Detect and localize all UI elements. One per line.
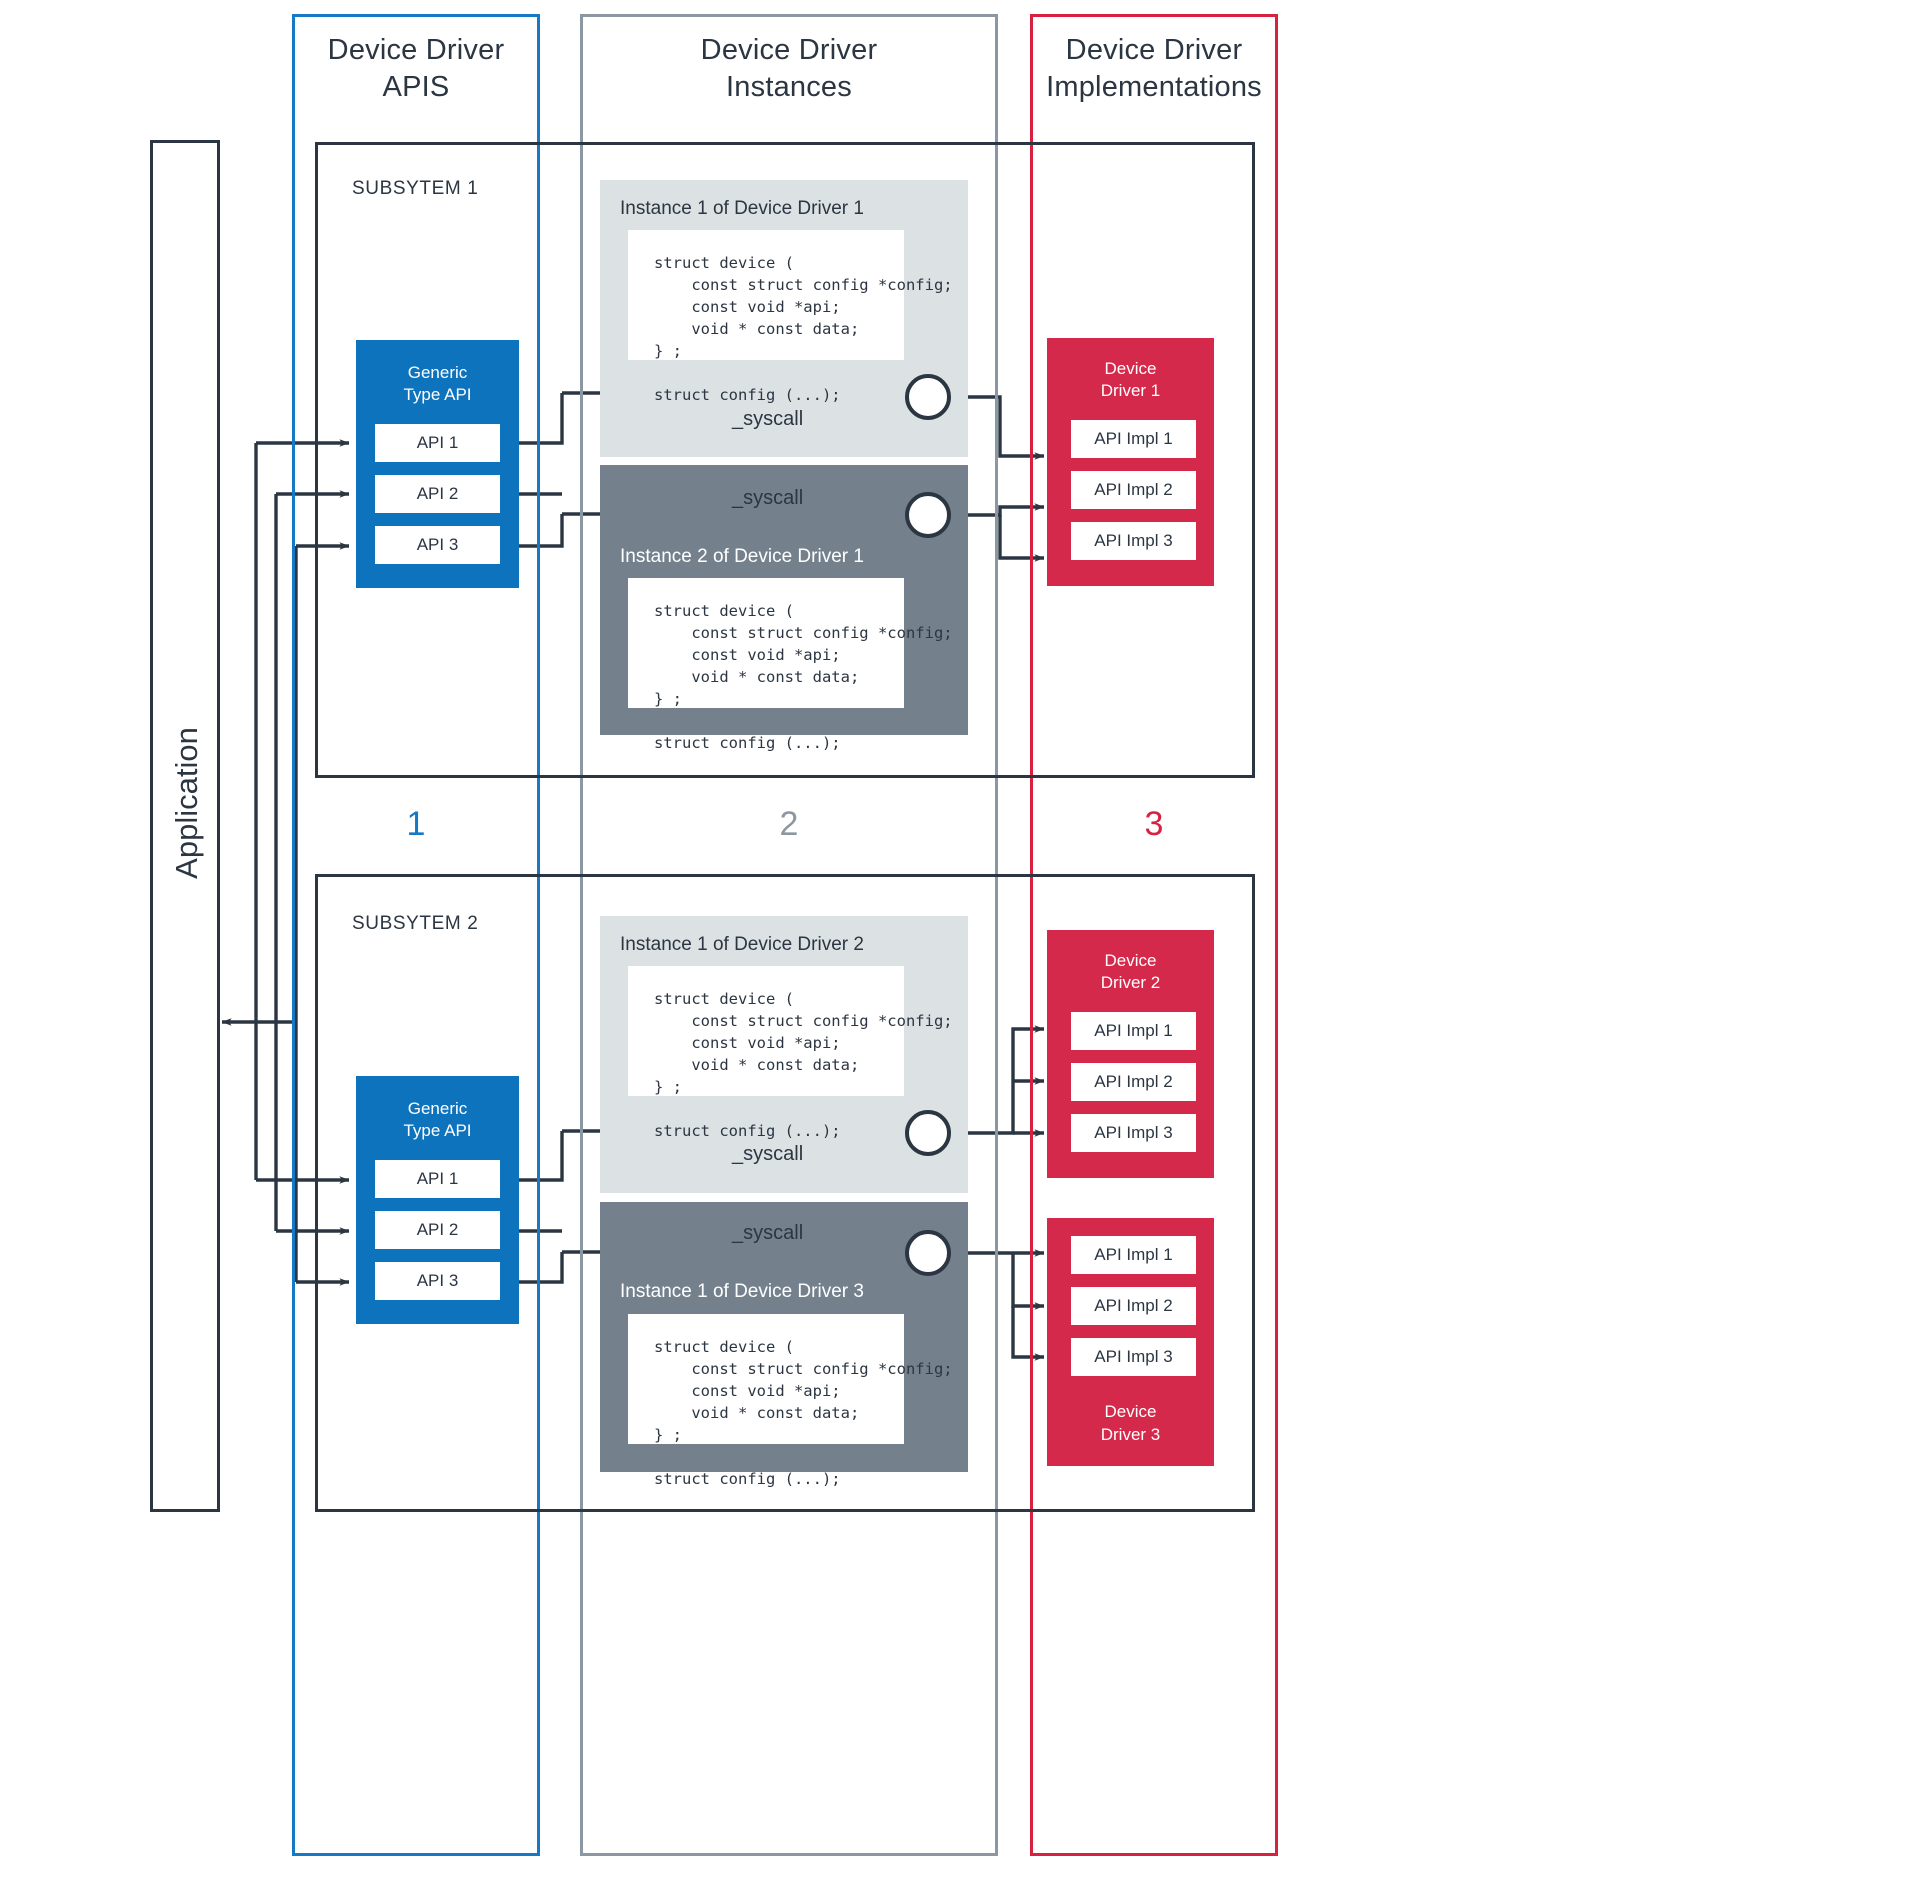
device-driver-1-impl-1[interactable]: API Impl 1 (1071, 420, 1196, 458)
generic-type-api-title: Generic Type API (403, 363, 472, 405)
device-driver-1-title: Device Driver 1 (1100, 359, 1161, 401)
device-driver-2-impl-2[interactable]: API Impl 2 (1071, 1063, 1196, 1101)
device-driver-2-box: Device Driver 2 API Impl 1 API Impl 2 AP… (1047, 930, 1214, 1178)
api-item-2-subsystem-2[interactable]: API 2 (375, 1211, 500, 1249)
device-driver-1-impl-2[interactable]: API Impl 2 (1071, 471, 1196, 509)
device-driver-3-box: API Impl 1 API Impl 2 API Impl 3 Device … (1047, 1218, 1214, 1466)
column-title-instances: Device Driver Instances (700, 34, 878, 104)
subsystem-1-frame (315, 142, 1255, 778)
instance-4-code: struct device ( const struct config *con… (628, 1314, 953, 1488)
column-number-2: 2 (779, 805, 799, 843)
syscall-label-2: _syscall (732, 487, 804, 509)
generic-type-api-title-2: Generic Type API (403, 1099, 472, 1141)
syscall-label-4: _syscall (732, 1222, 804, 1244)
api-item-1-subsystem-2[interactable]: API 1 (375, 1160, 500, 1198)
syscall-label-3: _syscall (732, 1143, 804, 1165)
api-item-2[interactable]: API 2 (375, 475, 500, 513)
generic-type-api-subsystem-2: Generic Type API API 1 API 2 API 3 (356, 1076, 519, 1324)
instance-3-code: struct device ( const struct config *con… (628, 966, 953, 1140)
column-title-implementations: Device Driver Implementations (1046, 34, 1262, 104)
application-label: Application (169, 727, 204, 879)
device-driver-1-box: Device Driver 1 API Impl 1 API Impl 2 AP… (1047, 338, 1214, 586)
instance-2-title: Instance 2 of Device Driver 1 (620, 546, 864, 567)
column-number-3: 3 (1144, 805, 1164, 843)
column-frame-device-driver-implementations (1030, 14, 1278, 1856)
device-driver-3-impl-1[interactable]: API Impl 1 (1071, 1236, 1196, 1274)
syscall-node-3 (905, 1110, 951, 1156)
column-title-apis: Device Driver APIS (327, 34, 505, 104)
device-driver-3-impl-2[interactable]: API Impl 2 (1071, 1287, 1196, 1325)
syscall-node-4 (905, 1230, 951, 1276)
device-driver-2-title: Device Driver 2 (1100, 951, 1161, 993)
api-item-3-subsystem-2[interactable]: API 3 (375, 1262, 500, 1300)
column-frame-device-driver-instances (580, 14, 998, 1856)
subsystem-2-frame (315, 874, 1255, 1512)
subsystem-1-label: SUBSYTEM 1 (352, 178, 479, 199)
device-driver-2-impl-3[interactable]: API Impl 3 (1071, 1114, 1196, 1152)
column-number-1: 1 (406, 805, 426, 843)
api-item-1[interactable]: API 1 (375, 424, 500, 462)
api-item-3[interactable]: API 3 (375, 526, 500, 564)
device-driver-3-title: Device Driver 3 (1100, 1402, 1161, 1444)
syscall-node-1 (905, 374, 951, 420)
syscall-node-2 (905, 492, 951, 538)
device-driver-2-impl-1[interactable]: API Impl 1 (1071, 1012, 1196, 1050)
instance-3-title: Instance 1 of Device Driver 2 (620, 934, 864, 955)
instance-2-code: struct device ( const struct config *con… (628, 578, 953, 752)
device-driver-3-impl-3[interactable]: API Impl 3 (1071, 1338, 1196, 1376)
instance-4-title: Instance 1 of Device Driver 3 (620, 1281, 864, 1302)
device-driver-1-impl-3[interactable]: API Impl 3 (1071, 522, 1196, 560)
column-frame-device-driver-apis (292, 14, 540, 1856)
instance-1-title: Instance 1 of Device Driver 1 (620, 198, 864, 219)
instance-1-code: struct device ( const struct config *con… (628, 230, 953, 404)
subsystem-2-label: SUBSYTEM 2 (352, 913, 479, 934)
application-box: Application (150, 140, 220, 1512)
syscall-label-1: _syscall (732, 408, 804, 430)
generic-type-api-subsystem-1: Generic Type API API 1 API 2 API 3 (356, 340, 519, 588)
